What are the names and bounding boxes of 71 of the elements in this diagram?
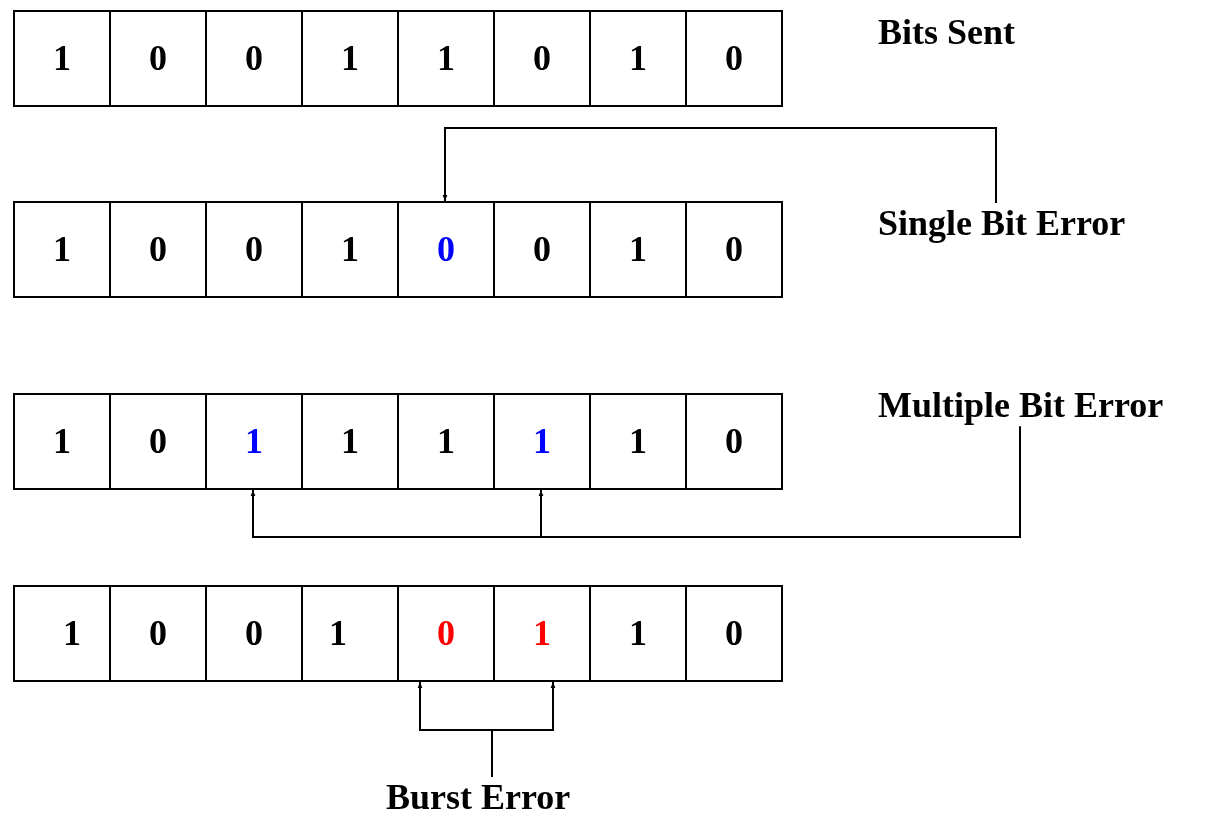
bit-cell <box>397 585 495 682</box>
bit-value: 0 <box>725 420 743 463</box>
bit-cell <box>493 10 591 107</box>
bit-cell <box>685 201 783 298</box>
bit-value: 0 <box>437 228 455 271</box>
bit-cell <box>589 201 687 298</box>
error-type-label: Multiple Bit Error <box>878 385 1164 427</box>
bit-value: 0 <box>149 612 167 655</box>
bit-cell <box>205 393 303 490</box>
bit-cell <box>301 585 399 682</box>
row-label: Bits Sent <box>878 12 1016 54</box>
bit-value: 0 <box>725 228 743 271</box>
bit-value: 1 <box>533 420 551 463</box>
bit-cell <box>589 393 687 490</box>
bit-value: 1 <box>341 37 359 80</box>
bit-cell <box>13 393 111 490</box>
bit-cell <box>685 393 783 490</box>
bit-value: 1 <box>53 37 71 80</box>
bit-value: 0 <box>149 37 167 80</box>
bit-cell <box>13 10 111 107</box>
bit-value: 0 <box>245 228 263 271</box>
bit-value: 1 <box>245 420 263 463</box>
bit-cell <box>205 10 303 107</box>
bit-value: 0 <box>725 37 743 80</box>
bit-value: 1 <box>629 612 647 655</box>
leader-arrow <box>442 127 997 204</box>
bit-cell <box>589 10 687 107</box>
bit-value: 0 <box>149 228 167 271</box>
bit-cell <box>109 201 207 298</box>
bit-value: 0 <box>437 612 455 655</box>
error-type-label: Burst Error <box>386 777 571 819</box>
error-type-label: Single Bit Error <box>878 203 1126 245</box>
bit-value: 1 <box>53 228 71 271</box>
bit-cell <box>493 393 591 490</box>
bit-cell <box>397 10 495 107</box>
bit-value: 1 <box>329 612 347 655</box>
bit-value: 1 <box>341 228 359 271</box>
bit-value: 1 <box>629 37 647 80</box>
bit-cell <box>493 201 591 298</box>
bit-cell <box>109 585 207 682</box>
bit-value: 1 <box>437 37 455 80</box>
bit-cell <box>205 201 303 298</box>
bit-cell <box>301 10 399 107</box>
bit-value: 1 <box>629 228 647 271</box>
bit-cell <box>109 10 207 107</box>
bit-cell <box>589 585 687 682</box>
bit-cell <box>109 393 207 490</box>
bit-value: 1 <box>53 420 71 463</box>
bit-value: 0 <box>149 420 167 463</box>
bit-cell <box>13 585 111 682</box>
bit-cell <box>397 393 495 490</box>
leader-arrow <box>491 681 556 778</box>
bit-value: 1 <box>629 420 647 463</box>
bit-value: 1 <box>341 420 359 463</box>
bit-value: 1 <box>437 420 455 463</box>
bit-value: 1 <box>533 612 551 655</box>
bit-value: 0 <box>725 612 743 655</box>
bit-value: 0 <box>533 228 551 271</box>
bit-cell <box>685 10 783 107</box>
leader-arrow <box>538 425 1021 538</box>
bit-value: 0 <box>533 37 551 80</box>
bit-cell <box>301 201 399 298</box>
bit-cell <box>13 201 111 298</box>
bit-value: 0 <box>245 37 263 80</box>
bit-cell <box>205 585 303 682</box>
bit-cell <box>301 393 399 490</box>
bit-cell <box>685 585 783 682</box>
bit-cell <box>397 201 495 298</box>
bit-value: 1 <box>63 612 81 655</box>
bit-cell <box>493 585 591 682</box>
bit-value: 0 <box>245 612 263 655</box>
